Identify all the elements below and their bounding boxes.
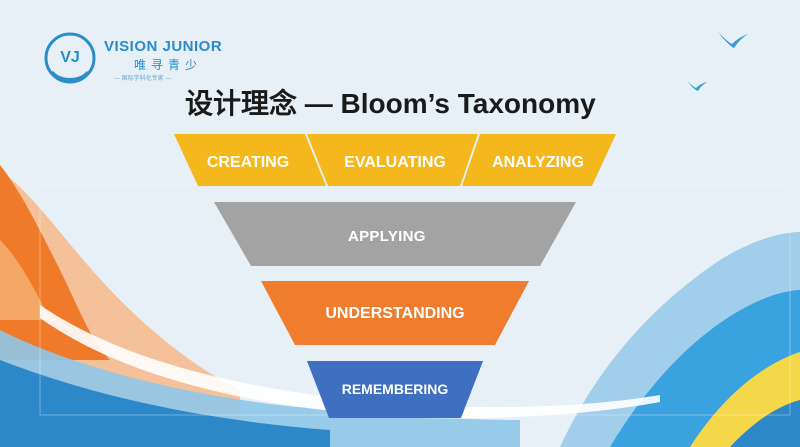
- level-creating-label: CREATING: [207, 154, 289, 171]
- page-title: 设计理念 — Bloom’s Taxonomy: [185, 88, 596, 119]
- level-analyzing-shape: [462, 134, 616, 186]
- level-understanding-label: UNDERSTANDING: [325, 305, 464, 322]
- level-evaluating-label: EVALUATING: [344, 154, 446, 171]
- level-remembering-shape: [307, 361, 483, 418]
- logo-brand: VISION JUNIOR: [104, 38, 223, 55]
- logo-mark-text: VJ: [60, 49, 80, 66]
- level-applying-label: APPLYING: [348, 228, 426, 245]
- logo-tagline: — 国际学科化专家 —: [114, 76, 172, 82]
- logo: VJ VISION JUNIOR 唯寻青少 — 国际学科化专家 —: [42, 30, 232, 88]
- level-creating-shape: [174, 134, 326, 186]
- level-analyzing-label: ANALYZING: [492, 154, 584, 171]
- logo-mark: VJ: [44, 32, 96, 84]
- bird-icon: [718, 32, 748, 48]
- level-evaluating-shape: [307, 134, 478, 186]
- logo-chinese-name: 唯寻青少: [134, 58, 203, 72]
- level-remembering-label: REMEMBERING: [342, 381, 449, 397]
- bird-icon: [687, 81, 707, 91]
- level-understanding-shape: [261, 281, 529, 345]
- level-applying-shape: [214, 202, 576, 266]
